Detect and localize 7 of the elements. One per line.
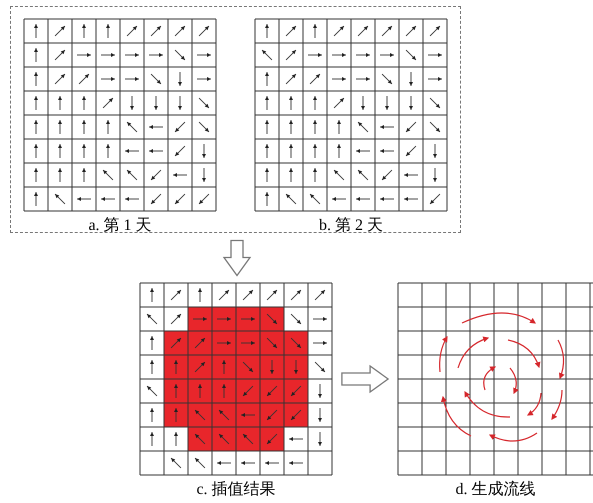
panel-label: a. 第 1 天: [87, 217, 153, 235]
panel-label: d. 生成流线: [454, 481, 536, 499]
hollow-arrow: [341, 364, 390, 394]
hollow-arrow: [222, 240, 252, 277]
panel-label: c. 插值结果: [195, 481, 277, 499]
panel-label: b. 第 2 天: [318, 217, 384, 235]
dashed-frame: [10, 6, 461, 233]
